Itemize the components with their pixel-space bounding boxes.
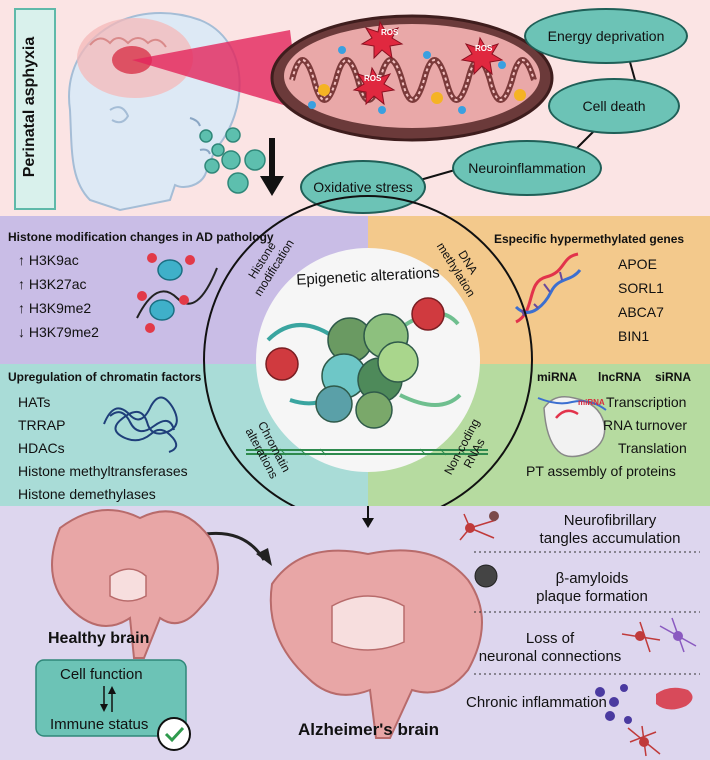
chromatin-item-1: HATs bbox=[18, 394, 51, 410]
rna-function-4: PT assembly of proteins bbox=[526, 463, 676, 479]
chromatin-item-5: Histone demethylases bbox=[18, 486, 156, 502]
cell-death-label: Cell death bbox=[582, 98, 646, 114]
rna-type-sirna: siRNA bbox=[655, 370, 692, 384]
chromatin-item-4: Histone methyltransferases bbox=[18, 463, 188, 479]
immune-status-label: Immune status bbox=[50, 716, 149, 733]
dna-panel-title: Especific hypermethylated genes bbox=[494, 232, 685, 246]
cell-death-oval: Cell death bbox=[548, 78, 680, 134]
chromatin-item-2: TRRAP bbox=[18, 417, 66, 433]
oxidative-stress-oval: Oxidative stress bbox=[300, 160, 426, 214]
healthy-brain-label: Healthy brain bbox=[48, 630, 150, 647]
gene-abca7: ABCA7 bbox=[618, 304, 664, 320]
feature-connections: Loss of neuronal connections bbox=[460, 630, 640, 666]
rna-type-mirna: miRNA bbox=[537, 370, 578, 384]
rna-function-2: RNA turnover bbox=[603, 417, 688, 433]
perinatal-asphyxia-box bbox=[14, 8, 56, 210]
feature-tangles-line1: Neurofibrillary bbox=[563, 512, 657, 529]
rna-complex-icon bbox=[537, 396, 607, 458]
mitochondrion-illustration bbox=[270, 14, 554, 142]
central-circle bbox=[203, 195, 533, 520]
feature-connections-line1: Loss of bbox=[525, 630, 575, 647]
cell-function-label: Cell function bbox=[60, 666, 143, 683]
gene-bin1: BIN1 bbox=[618, 328, 650, 344]
rna-function-1: Transcription bbox=[606, 394, 687, 410]
histone-item-2: ↑ H3K27ac bbox=[18, 276, 87, 292]
chromatin-tangle-icon bbox=[103, 396, 178, 453]
oxidative-stress-label: Oxidative stress bbox=[313, 179, 413, 195]
feature-inflammation: Chronic inflammation bbox=[466, 694, 607, 711]
neuroinflammation-label: Neuroinflammation bbox=[468, 160, 586, 176]
ros-label-2: ROS bbox=[364, 74, 382, 83]
alzheimers-brain-label: Alzheimer's brain bbox=[298, 720, 440, 739]
feature-tangles-line2: tangles accumulation bbox=[539, 530, 681, 547]
dna-helix-icon bbox=[514, 252, 582, 324]
histone-item-1: ↑ H3K9ac bbox=[18, 252, 79, 268]
feature-amyloid-line2: plaque formation bbox=[536, 588, 648, 605]
feature-tangles: Neurofibrillary tangles accumulation bbox=[520, 512, 700, 548]
gene-apoe: APOE bbox=[618, 256, 657, 272]
energy-deprivation-oval: Energy deprivation bbox=[524, 8, 688, 64]
gene-sorl1: SORL1 bbox=[618, 280, 664, 296]
feature-amyloid: β-amyloids plaque formation bbox=[502, 570, 682, 606]
ros-label-3: ROS bbox=[475, 44, 493, 53]
histone-item-4: ↓ H3K79me2 bbox=[18, 324, 99, 340]
ros-label-1: ROS bbox=[381, 28, 399, 37]
feature-connections-line2: neuronal connections bbox=[478, 648, 622, 665]
feature-amyloid-line1: β-amyloids bbox=[555, 570, 629, 587]
histone-item-3: ↑ H3K9me2 bbox=[18, 300, 92, 316]
mirna-tag: miRNA bbox=[578, 398, 605, 407]
chromatin-panel-title: Upregulation of chromatin factors bbox=[8, 370, 202, 384]
bottom-illustrations bbox=[35, 506, 700, 757]
neuroinflammation-oval: Neuroinflammation bbox=[452, 140, 602, 196]
baby-illustration bbox=[68, 12, 300, 212]
chromatin-item-3: HDACs bbox=[18, 440, 65, 456]
energy-deprivation-label: Energy deprivation bbox=[547, 28, 665, 44]
rna-type-lncrna: lncRNA bbox=[598, 370, 642, 384]
nucleosome-icon bbox=[136, 253, 218, 333]
histone-panel-title: Histone modification changes in AD patho… bbox=[8, 230, 274, 244]
rna-function-3: Translation bbox=[618, 440, 687, 456]
